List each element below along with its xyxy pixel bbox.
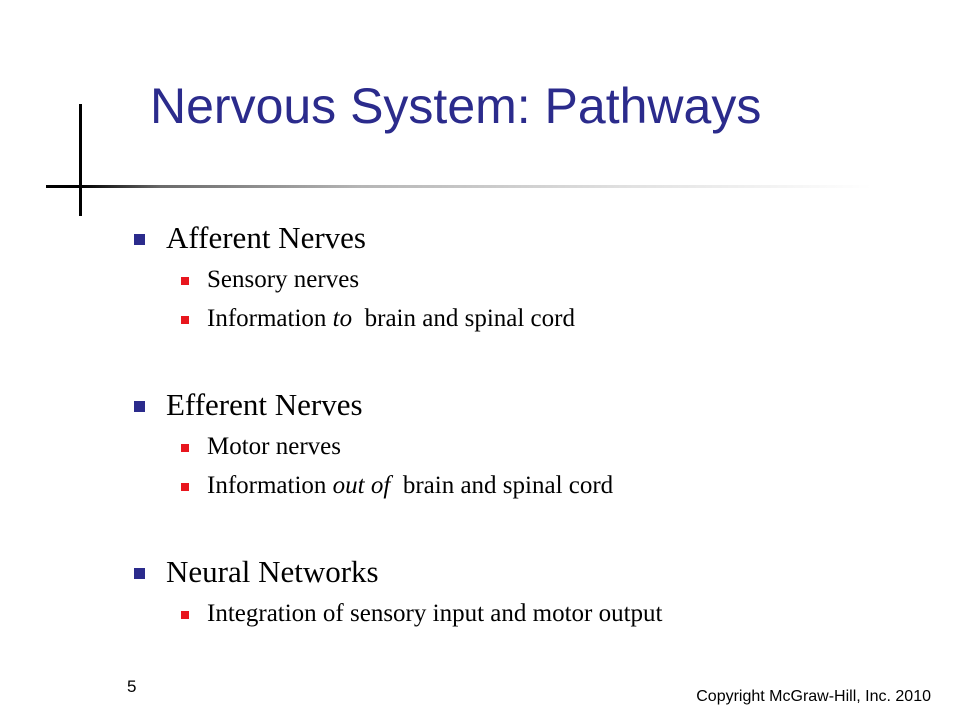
decorative-vertical-rule	[79, 104, 82, 216]
sub-item-text: Motor nerves	[207, 433, 341, 460]
sub-item: Information out of brain and spinal cord	[207, 471, 613, 501]
sub-item-text: Integration of sensory input and motor o…	[207, 600, 663, 627]
level1-bullet-icon	[134, 568, 145, 579]
section-heading: Neural Networks	[166, 554, 379, 589]
sub-item-emphasis: out of	[332, 472, 391, 499]
level2-bullet-icon	[181, 611, 189, 619]
sub-item: Integration of sensory input and motor o…	[207, 599, 662, 629]
level2-bullet-icon	[181, 277, 189, 285]
sub-item-text: Sensory nerves	[207, 266, 360, 293]
sub-item-text: Information	[207, 305, 333, 332]
sub-item: Information to brain and spinal cord	[207, 304, 575, 334]
level2-bullet-icon	[181, 483, 189, 491]
sub-item-text: brain and spinal cord	[390, 472, 614, 499]
sub-item-emphasis: to	[332, 305, 353, 332]
level2-bullet-icon	[181, 444, 189, 452]
slide-number: 5	[127, 677, 137, 696]
copyright-notice: Copyright McGraw-Hill, Inc. 2010	[696, 688, 931, 705]
level2-bullet-icon	[181, 316, 189, 324]
slide-title: Nervous System: Pathways	[150, 78, 762, 134]
section-heading: Efferent Nerves	[166, 387, 363, 422]
level1-bullet-icon	[134, 401, 145, 412]
decorative-horizontal-rule-fade	[82, 185, 872, 188]
decorative-horizontal-rule-left	[46, 185, 86, 188]
sub-item-text: brain and spinal cord	[352, 305, 575, 332]
level1-bullet-icon	[134, 234, 145, 245]
sub-item: Sensory nerves	[207, 265, 359, 295]
sub-item: Motor nerves	[207, 432, 341, 462]
sub-item-text: Information	[207, 472, 333, 499]
section-heading: Afferent Nerves	[166, 220, 366, 255]
